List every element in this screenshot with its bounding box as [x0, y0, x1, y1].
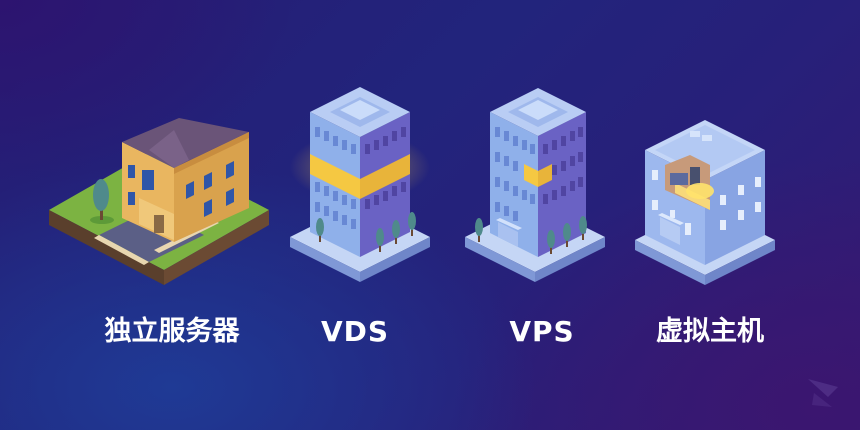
product-label-virtual-hosting: 虚拟主机: [656, 316, 764, 347]
logo-watermark-icon: [808, 379, 838, 407]
detached-house-icon: [49, 118, 269, 285]
office-tower-glowing-room-icon: [465, 88, 605, 282]
product-label-dedicated-server: 独立服务器: [104, 316, 240, 347]
product-label-vps: VPS: [509, 315, 575, 348]
apartment-cutaway-room-icon: [635, 120, 775, 285]
product-label-vds: VDS: [320, 315, 390, 348]
office-tower-glowing-floor-icon: [290, 87, 430, 282]
